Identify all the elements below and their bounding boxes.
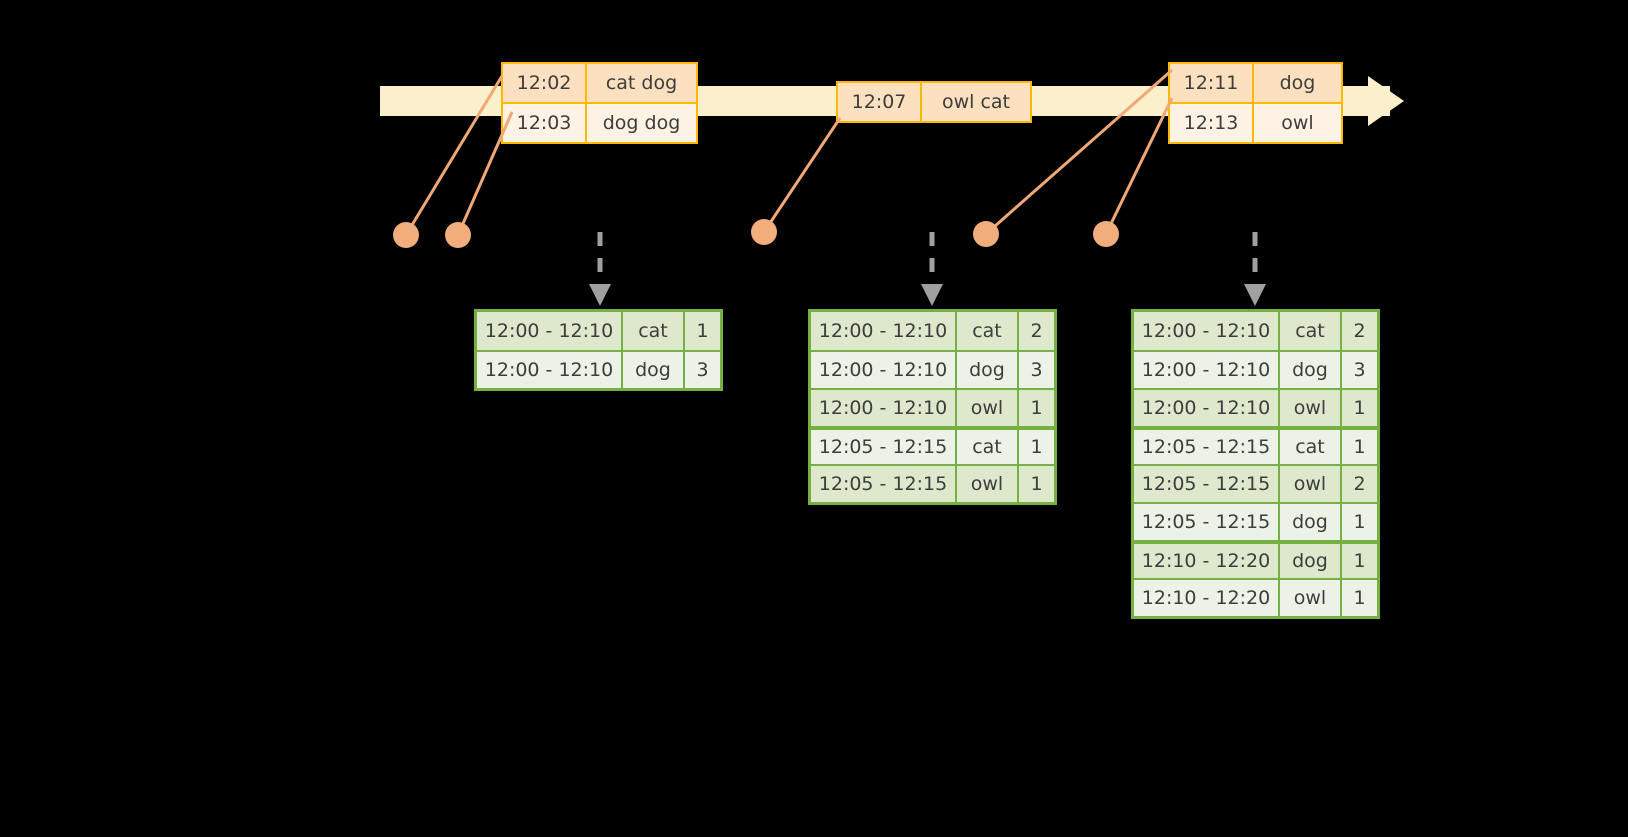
count-cell: 1 [1353,587,1366,609]
event-dot [973,221,999,247]
key-cell: owl [957,466,1019,502]
event-value: cat dog [605,72,678,94]
event-row: 12:02 cat dog [503,64,696,102]
event-row: 12:07 owl cat [838,83,1030,121]
event-box-group-2: 12:07 owl cat [836,81,1032,123]
window-cell: 12:10 - 12:20 [1134,580,1280,616]
dashed-arrow-head-icon [589,284,611,306]
count-cell: 1 [1353,550,1366,572]
count-cell: 2 [1030,320,1043,342]
window-cell: 12:05 - 12:15 [1134,430,1280,464]
event-dot [751,219,777,245]
window-cell: 12:00 - 12:10 [811,312,957,350]
key-cell: owl [1280,390,1342,426]
event-value: dog [1279,72,1316,94]
key-cell: dog [957,352,1019,388]
event-dot [393,222,419,248]
key-cell: dog [1280,504,1342,540]
event-value: dog dog [602,112,681,134]
window-cell: 12:10 - 12:20 [1134,544,1280,578]
key-cell: cat [957,312,1019,350]
window-cell: 12:00 - 12:10 [477,352,623,388]
window-cell: 12:05 - 12:15 [811,466,957,502]
key-cell: dog [623,352,685,388]
count-cell: 2 [1353,473,1366,495]
key-cell: dog [1280,544,1342,578]
window-cell: 12:00 - 12:10 [1134,390,1280,426]
count-cell: 1 [1030,397,1043,419]
event-value: owl cat [941,91,1011,113]
window-cell: 12:00 - 12:10 [477,312,623,350]
count-cell: 1 [1030,473,1043,495]
dashed-arrow-head-icon [921,284,943,306]
window-cell: 12:00 - 12:10 [811,352,957,388]
event-box-group-1: 12:02 cat dog 12:03 dog dog [501,62,698,144]
timeline-arrow-icon [1368,76,1404,126]
event-time: 12:03 [503,104,587,142]
window-cell: 12:05 - 12:15 [1134,466,1280,502]
event-dot [1093,221,1119,247]
key-cell: cat [1280,430,1342,464]
count-cell: 3 [1030,359,1043,381]
key-cell: cat [1280,312,1342,350]
window-cell: 12:05 - 12:15 [811,430,957,464]
key-cell: owl [1280,466,1342,502]
window-cell: 12:05 - 12:15 [1134,504,1280,540]
event-time: 12:07 [838,83,922,121]
event-value: owl [1281,112,1314,134]
event-row: 12:03 dog dog [503,102,696,142]
event-box-group-3: 12:11 dog 12:13 owl [1168,62,1343,144]
count-cell: 1 [696,320,709,342]
key-cell: owl [957,390,1019,426]
window-cell: 12:00 - 12:10 [1134,352,1280,388]
window-cell: 12:00 - 12:10 [1134,312,1280,350]
count-cell: 1 [1353,397,1366,419]
event-time: 12:13 [1170,104,1254,142]
connector-line [762,117,842,233]
key-cell: cat [957,430,1019,464]
count-cell: 3 [696,359,709,381]
event-row: 12:13 owl [1170,102,1341,142]
event-row: 12:11 dog [1170,64,1341,102]
event-time: 12:11 [1170,64,1254,102]
count-cell: 1 [1353,436,1366,458]
count-cell: 3 [1353,359,1366,381]
count-cell: 2 [1353,320,1366,342]
key-cell: dog [1280,352,1342,388]
window-cell: 12:00 - 12:10 [811,390,957,426]
dashed-arrow-head-icon [1244,284,1266,306]
connector-line [1104,97,1174,235]
count-cell: 1 [1030,436,1043,458]
key-cell: cat [623,312,685,350]
event-dot [445,222,471,248]
key-cell: owl [1280,580,1342,616]
count-cell: 1 [1353,511,1366,533]
event-time: 12:02 [503,64,587,102]
